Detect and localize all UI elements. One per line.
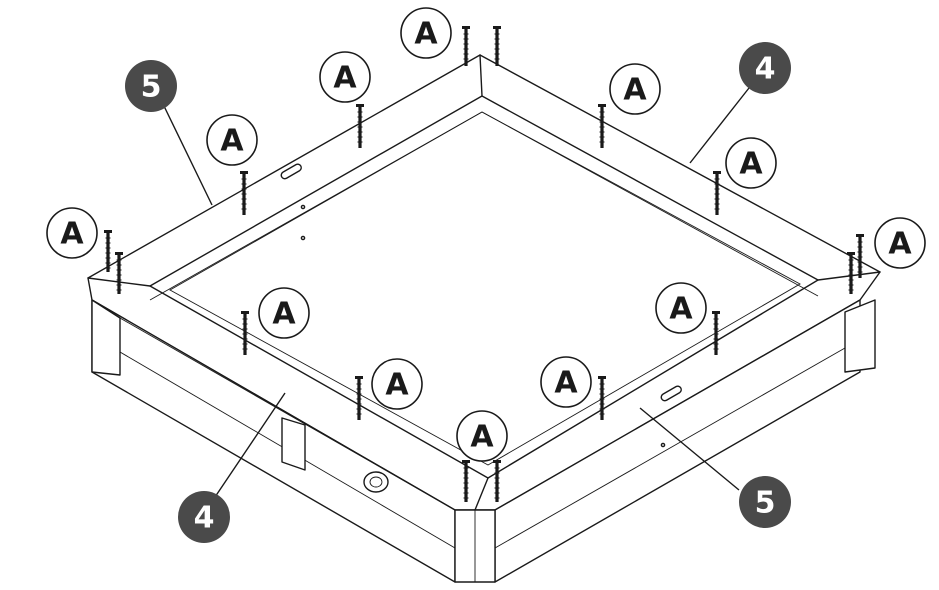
screw-a-15 <box>462 460 470 502</box>
screw-a-2 <box>493 26 501 66</box>
screw-callout-a-6: A <box>725 137 777 189</box>
board-seam-right <box>817 271 881 281</box>
screw-callout-label: A <box>220 124 244 159</box>
screw-a-1 <box>462 26 470 66</box>
screw-a-12 <box>355 376 363 420</box>
screw-callout-label: A <box>739 147 763 182</box>
part-label-5-top-left: 5 <box>125 60 177 112</box>
screw-callout-a-11: A <box>540 356 592 408</box>
middle-support-post <box>281 417 306 471</box>
screw-a-11 <box>241 311 249 355</box>
screw-callout-label: A <box>669 292 693 327</box>
screw-callout-label: A <box>888 227 912 262</box>
screw-a-16 <box>493 460 501 502</box>
screw-a-5 <box>104 230 112 272</box>
svg-text:5: 5 <box>141 70 162 105</box>
screw-callout-a-5: A <box>609 63 661 115</box>
screw-a-8 <box>713 171 721 215</box>
screw-callouts: A A A A A A A A A A A A <box>46 7 926 462</box>
screw-callout-a-10: A <box>655 282 707 334</box>
part-label-4-top-right: 4 <box>739 42 791 94</box>
screw-a-9 <box>856 234 864 278</box>
screw-a-13 <box>712 311 720 355</box>
screw-callout-a-9: A <box>371 358 423 410</box>
handle-plate <box>363 471 389 493</box>
screw-callout-label: A <box>414 17 438 52</box>
screw-a-10 <box>847 252 855 294</box>
screw-callout-a-12: A <box>456 410 508 462</box>
screw-callout-label: A <box>623 73 647 108</box>
screw-callout-a-8: A <box>258 287 310 339</box>
board-slot-left <box>280 163 302 180</box>
svg-text:4: 4 <box>755 52 776 87</box>
screw-callout-label: A <box>60 217 84 252</box>
part-label-4-bottom-left: 4 <box>178 491 230 543</box>
leader-line-5-bottom-right <box>639 407 740 491</box>
screw-callout-a-1: A <box>400 7 452 59</box>
screw-a-4 <box>240 171 248 215</box>
leader-lines <box>162 87 750 501</box>
screw-callout-label: A <box>333 61 357 96</box>
leader-line-5-top-left <box>162 103 213 206</box>
screw-callout-label: A <box>554 366 578 401</box>
board-seam-bottom <box>474 477 489 511</box>
screw-callout-a-4: A <box>46 207 98 259</box>
screw-callout-label: A <box>470 420 494 455</box>
screws-group <box>104 26 864 502</box>
leader-line-4-top-right <box>689 87 750 164</box>
board-slot-right <box>660 385 682 402</box>
screw-a-6 <box>115 252 123 294</box>
screw-a-7 <box>598 104 606 148</box>
screw-callout-a-7: A <box>874 217 926 269</box>
screw-callout-a-2: A <box>319 51 371 103</box>
screw-callout-label: A <box>385 368 409 403</box>
corner-post-left <box>91 299 121 376</box>
screw-a-14 <box>598 376 606 420</box>
board-seam-top <box>479 54 483 97</box>
screw-callout-a-3: A <box>206 114 258 166</box>
svg-text:5: 5 <box>755 486 776 521</box>
sandbox-frame <box>87 54 881 583</box>
svg-text:4: 4 <box>194 501 215 536</box>
screw-callout-label: A <box>272 297 296 332</box>
leader-line-4-bottom-left <box>212 392 286 501</box>
screw-a-3 <box>356 104 364 148</box>
part-label-5-bottom-right: 5 <box>739 476 791 528</box>
corner-post-right <box>844 299 876 373</box>
